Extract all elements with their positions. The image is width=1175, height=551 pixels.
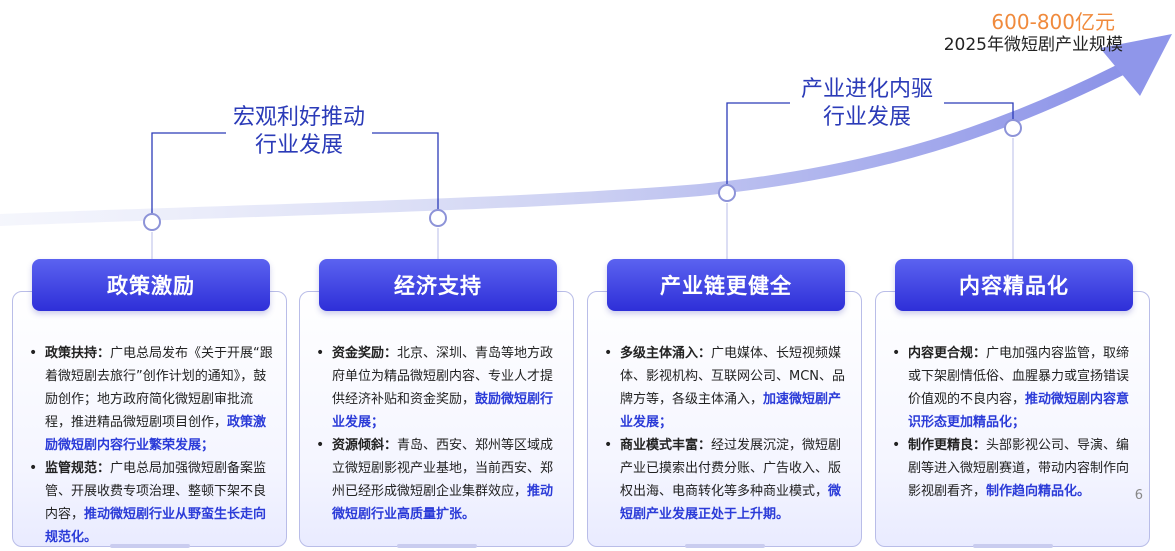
card-content-quality: 内容更合规：广电加强内容监管，取缔或下架剧情低俗、血腥暴力或宣扬错误价值观的不良… xyxy=(875,291,1150,548)
bullet-highlight: 鼓励微短剧行业发展； xyxy=(332,392,554,430)
bullet-label: 政策扶持： xyxy=(45,346,111,361)
card-title: 产业链更健全 xyxy=(607,259,845,311)
card-title: 内容精品化 xyxy=(895,259,1133,311)
card-body: 资金奖励：北京、深圳、青岛等地方政府单位为精品微短剧内容、专业人才提供经济补贴和… xyxy=(314,342,561,526)
list-item: 多级主体涌入：广电媒体、长短视频媒体、影视机构、互联网公司、MCN、品牌方等，各… xyxy=(602,342,849,434)
bullet-text: 广电媒体、长短视频媒体、影视机构、互联网公司、MCN、品牌方等，各级主体涌入， xyxy=(620,346,846,407)
bullet-highlight: 推动微短剧行业高质量扩张。 xyxy=(332,484,554,522)
milestone-dot xyxy=(143,213,161,231)
bullet-highlight: 加速微短剧产业发展； xyxy=(620,392,842,430)
market-size-label: 2025年微短剧产业规模 xyxy=(943,35,1123,55)
callout-connector-left xyxy=(151,132,226,222)
card-body: 多级主体涌入：广电媒体、长短视频媒体、影视机构、互联网公司、MCN、品牌方等，各… xyxy=(602,342,849,526)
bullet-text: 经过发展沉淀，微短剧产业已摸索出付费分账、广告收入、版权出海、电商转化等多种商业… xyxy=(620,438,842,499)
bullet-text: 广电加强内容监管，取缔或下架剧情低俗、血腥暴力或宣扬错误价值观的不良内容， xyxy=(908,346,1130,407)
card-title: 政策激励 xyxy=(32,259,270,311)
list-item: 政策扶持：广电总局发布《关于开展“跟着微短剧去旅行”创作计划的通知》，鼓励创作；… xyxy=(27,342,274,457)
bullet-highlight: 微短剧产业发展正处于上升期。 xyxy=(620,484,842,522)
bullet-label: 商业模式丰富： xyxy=(620,438,712,453)
bullet-text: 广电总局加强微短剧备案监管、开展收费专项治理、整顿下架不良内容， xyxy=(45,461,267,522)
list-item: 资源倾斜：青岛、西安、郑州等区域成立微短剧影视产业基地，当前西安、郑州已经形成微… xyxy=(314,434,561,526)
callout-macro: 宏观利好推动 行业发展 xyxy=(226,104,372,160)
list-item: 监管规范：广电总局加强微短剧备案监管、开展收费专项治理、整顿下架不良内容，推动微… xyxy=(27,457,274,549)
bullet-text: 广电总局发布《关于开展“跟着微短剧去旅行”创作计划的通知》，鼓励创作；地方政府简… xyxy=(45,346,273,430)
card-foot-bar xyxy=(109,544,190,548)
callout-line: 产业进化内驱 xyxy=(800,77,933,102)
bullet-label: 多级主体涌入： xyxy=(620,346,712,361)
card-foot-bar xyxy=(972,544,1053,548)
list-item: 制作更精良：头部影视公司、导演、编剧等进入微短剧赛道，带动内容制作向影视剧看齐，… xyxy=(890,434,1137,503)
bullet-highlight: 制作趋向精品化。 xyxy=(986,484,1091,499)
milestone-dot xyxy=(718,184,736,202)
card-foot-bar xyxy=(396,544,477,548)
list-item: 商业模式丰富：经过发展沉淀，微短剧产业已摸索出付费分账、广告收入、版权出海、电商… xyxy=(602,434,849,526)
bullet-label: 资源倾斜： xyxy=(332,438,398,453)
card-body: 内容更合规：广电加强内容监管，取缔或下架剧情低俗、血腥暴力或宣扬错误价值观的不良… xyxy=(890,342,1137,503)
list-item: 资金奖励：北京、深圳、青岛等地方政府单位为精品微短剧内容、专业人才提供经济补贴和… xyxy=(314,342,561,434)
bullet-highlight: 推动微短剧内容意识形态更加精品化； xyxy=(908,392,1130,430)
bullet-highlight: 政策激励微短剧内容行业繁荣发展； xyxy=(45,415,267,453)
bullet-highlight: 推动微短剧行业从野蛮生长走向规范化。 xyxy=(45,507,267,545)
card-foot-bar xyxy=(684,544,765,548)
milestone-dot xyxy=(1004,119,1022,137)
card-industry-chain: 多级主体涌入：广电媒体、长短视频媒体、影视机构、互联网公司、MCN、品牌方等，各… xyxy=(587,291,862,548)
bullet-label: 内容更合规： xyxy=(908,346,987,361)
list-item: 内容更合规：广电加强内容监管，取缔或下架剧情低俗、血腥暴力或宣扬错误价值观的不良… xyxy=(890,342,1137,434)
card-title: 经济支持 xyxy=(319,259,557,311)
bullet-text: 头部影视公司、导演、编剧等进入微短剧赛道，带动内容制作向影视剧看齐， xyxy=(908,438,1130,499)
bullet-label: 监管规范： xyxy=(45,461,111,476)
bullet-label: 资金奖励： xyxy=(332,346,398,361)
page-number: 6 xyxy=(1134,488,1143,503)
callout-line: 宏观利好推动 xyxy=(232,105,365,130)
card-economy: 资金奖励：北京、深圳、青岛等地方政府单位为精品微短剧内容、专业人才提供经济补贴和… xyxy=(299,291,574,548)
callout-connector-left xyxy=(726,102,790,193)
callout-connector-right xyxy=(372,132,439,218)
card-policy: 政策扶持：广电总局发布《关于开展“跟着微短剧去旅行”创作计划的通知》，鼓励创作；… xyxy=(12,291,287,549)
card-body: 政策扶持：广电总局发布《关于开展“跟着微短剧去旅行”创作计划的通知》，鼓励创作；… xyxy=(27,342,274,549)
milestone-dot xyxy=(429,209,447,227)
growth-arrow-head xyxy=(1100,34,1172,96)
bullet-text: 青岛、西安、郑州等区域成立微短剧影视产业基地，当前西安、郑州已经形成微短剧企业集… xyxy=(332,438,554,499)
callout-line: 行业发展 xyxy=(822,105,911,130)
bullet-text: 北京、深圳、青岛等地方政府单位为精品微短剧内容、专业人才提供经济补贴和资金奖励， xyxy=(332,346,554,407)
callout-line: 行业发展 xyxy=(254,133,343,158)
bullet-label: 制作更精良： xyxy=(908,438,987,453)
callout-industry: 产业进化内驱 行业发展 xyxy=(790,76,944,132)
market-size-value: 600-800亿元 xyxy=(991,10,1115,34)
growth-curve-band xyxy=(0,64,1126,226)
